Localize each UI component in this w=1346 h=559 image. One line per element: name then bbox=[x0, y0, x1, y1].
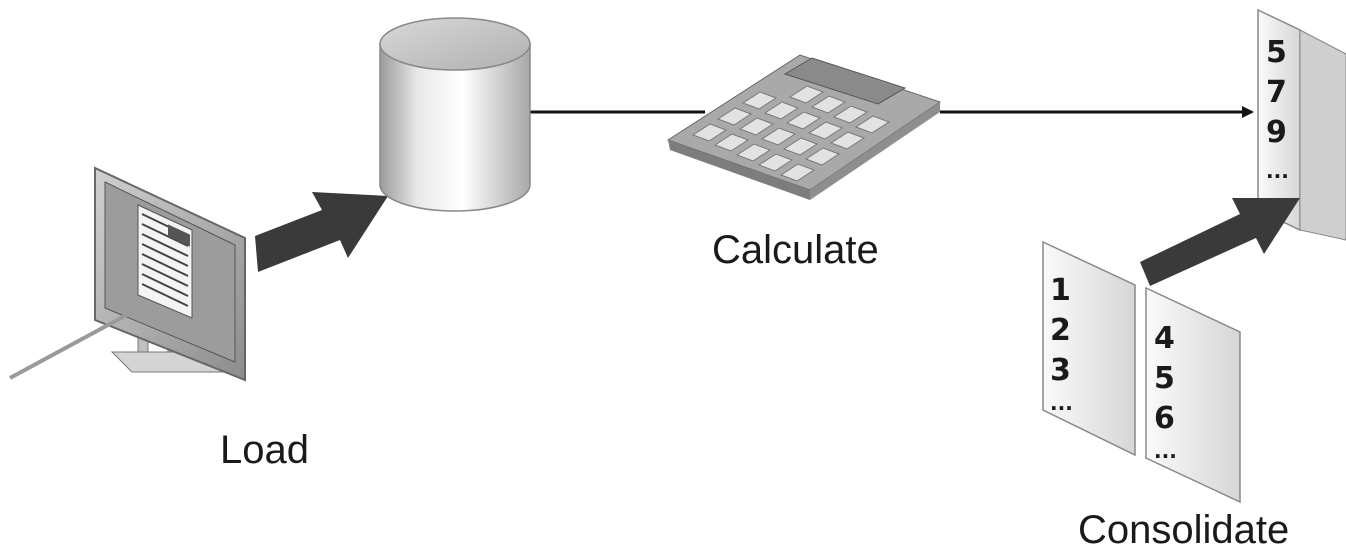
page2-value-1: 4 bbox=[1154, 321, 1175, 356]
page2-value-3: 6 bbox=[1154, 401, 1175, 436]
database-icon bbox=[379, 17, 531, 212]
consolidate-label: Consolidate bbox=[1078, 508, 1290, 552]
calculator-icon bbox=[666, 54, 942, 200]
document-icon-result: 5 7 9 ... bbox=[1257, 8, 1346, 241]
page1-value-3: 3 bbox=[1050, 353, 1071, 388]
calculate-label: Calculate bbox=[712, 228, 879, 272]
result-value-more: ... bbox=[1266, 159, 1289, 183]
page1-value-2: 2 bbox=[1050, 313, 1071, 348]
document-icon-second: 4 5 6 ... bbox=[1145, 286, 1241, 504]
page2-value-2: 5 bbox=[1154, 361, 1175, 396]
page1-value-1: 1 bbox=[1050, 273, 1071, 308]
page2-value-more: ... bbox=[1154, 439, 1177, 463]
result-value-2: 7 bbox=[1266, 75, 1287, 110]
monitor-icon bbox=[9, 166, 246, 382]
load-label: Load bbox=[220, 428, 309, 472]
document-icon-first: 1 2 3 ... bbox=[1042, 240, 1136, 457]
consolidate-arrow bbox=[1140, 198, 1300, 286]
result-value-1: 5 bbox=[1266, 35, 1287, 70]
page1-value-more: ... bbox=[1050, 391, 1073, 415]
load-arrow bbox=[255, 192, 388, 272]
result-value-3: 9 bbox=[1266, 115, 1287, 150]
